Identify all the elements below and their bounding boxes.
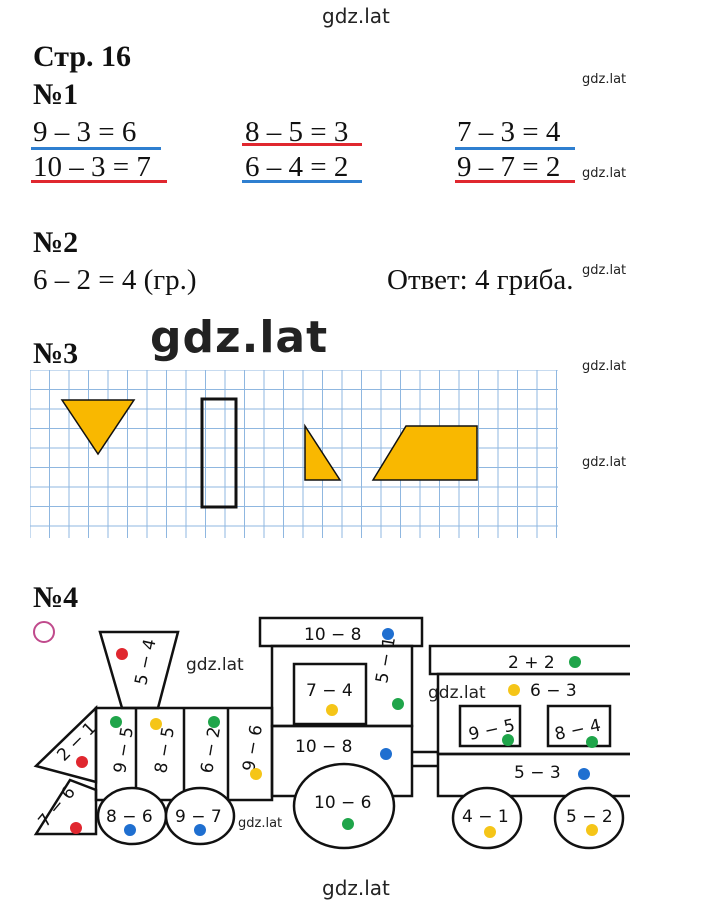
task2-solution: 6 – 2 = 4 (гр.) [33,264,197,296]
watermark: gdz.lat [426,683,488,703]
answer-dot-yellow [484,826,496,838]
answer-dot-yellow [326,704,338,716]
answer-dot-yellow [586,824,598,836]
label-boiler: 9 − 6 [239,723,267,772]
answer-dot-blue [124,824,136,836]
label-cab-body: 10 − 8 [295,737,353,757]
watermark: gdz.lat [582,263,627,278]
watermark: gdz.lat [238,816,283,831]
label-chimney: 5 − 4 [131,637,160,687]
answer-dots [70,628,598,838]
pencil-icon [33,621,55,643]
wheel-big [292,762,396,850]
label-wagon-top: 6 − 3 [530,681,577,701]
answer-dot-yellow [508,684,520,696]
underline-red [31,180,167,183]
task1-label: №1 [33,78,79,111]
wheel [553,786,625,850]
grid-lines [30,370,558,538]
watermark: gdz.lat [322,876,390,900]
train-drawing: 10 − 8 7 − 4 5 − 1 10 − 8 5 − 4 2 − 1 7 … [33,616,630,850]
underline-red [455,180,575,183]
answer-dot-green [342,818,354,830]
watermark: gdz.lat [582,359,627,374]
wheel [164,786,236,846]
shape-trapezoid [371,425,478,481]
shape-triangle [60,399,136,456]
answer-dot-green [569,656,581,668]
task3-label: №3 [33,337,79,370]
wagon-window [546,704,612,748]
answer-dot-blue [578,768,590,780]
underline-blue [31,147,161,150]
answer-dot-blue [194,824,206,836]
label-wagon-wheel: 4 − 1 [462,807,509,827]
answer-dot-red [116,648,128,660]
answer-dot-red [76,756,88,768]
underline-blue [242,180,362,183]
label-cab-roof: 10 − 8 [304,625,362,645]
task2-label: №2 [33,226,79,259]
equation: 9 – 7 = 2 [457,151,561,183]
answer-dot-yellow [150,718,162,730]
watermark-large: gdz.lat [150,312,329,363]
equation: 7 – 3 = 4 [457,116,561,148]
cab-window [292,662,368,726]
answer-dot-green [110,716,122,728]
task4-label: №4 [33,581,79,614]
label-pillar: 5 − 1 [372,635,400,684]
answer-dot-blue [382,628,394,640]
task2-answer: Ответ: 4 гриба. [387,264,574,296]
equation: 8 – 5 = 3 [245,116,349,148]
answer-dot-blue [380,748,392,760]
label-window: 7 − 4 [306,681,353,701]
label-wagon-body: 5 − 3 [514,763,561,783]
equation: 9 – 3 = 6 [33,116,137,148]
answer-dot-red [70,822,82,834]
watermark: gdz.lat [186,655,244,675]
label-boiler: 6 − 2 [197,725,225,774]
answer-dot-green [586,736,598,748]
watermark: gdz.lat [582,455,627,470]
label-wagon-roof: 2 + 2 [508,653,555,673]
answer-dot-green [392,698,404,710]
equation: 6 – 4 = 2 [245,151,349,183]
shape-right-triangle [304,423,342,481]
page-title: Стр. 16 [33,40,132,73]
wheel [451,786,523,850]
label-wheel: 8 − 6 [106,807,153,827]
wagon-window [458,704,522,748]
label-boiler: 9 − 5 [110,725,138,774]
watermark: gdz.lat [582,72,627,87]
shape-rectangle [200,397,238,509]
label-boiler: 8 − 5 [151,725,179,774]
watermark: gdz.lat [322,4,390,28]
wagon-body [436,752,630,798]
equation: 10 – 3 = 7 [33,151,151,183]
answer-dot-yellow [250,768,262,780]
label-wheel-big: 10 − 6 [314,793,372,813]
watermark: gdz.lat [582,166,627,181]
label-wheel: 9 − 7 [175,807,222,827]
answer-dot-green [208,716,220,728]
underline-blue [455,147,575,150]
answer-dot-green [502,734,514,746]
grid-drawing [30,370,558,538]
underline-red [242,143,362,146]
label-wagon-wheel: 5 − 2 [566,807,613,827]
